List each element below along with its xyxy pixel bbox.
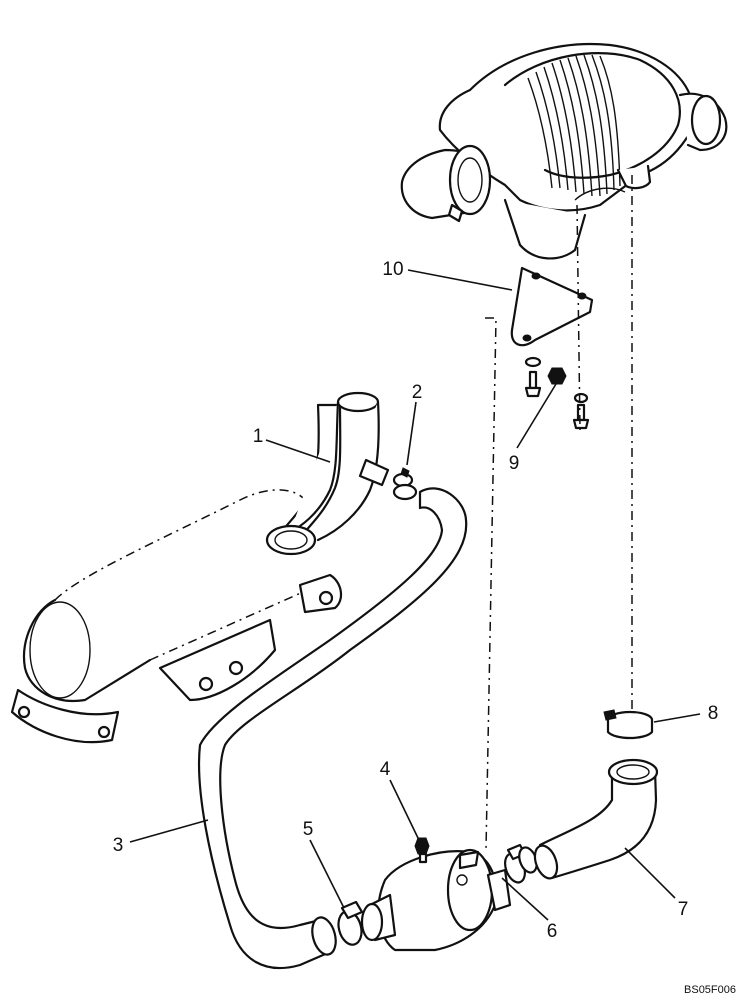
clamp-5 (337, 900, 364, 946)
callout-leaders (129, 269, 701, 921)
callout-8: 8 (708, 703, 719, 724)
muffler (10, 489, 343, 744)
center-lines (485, 175, 633, 851)
mounting-bracket (510, 266, 594, 347)
bracket-fasteners (524, 356, 590, 430)
elbow-hose (533, 758, 659, 880)
callout-3: 3 (113, 835, 124, 856)
precleaner-assembly (360, 837, 512, 952)
callout-7: 7 (678, 899, 689, 920)
long-hose (197, 487, 468, 970)
callout-10: 10 (382, 259, 403, 280)
callout-6: 6 (547, 921, 558, 942)
air-cleaner-assembly (400, 43, 728, 260)
exhaust-elbow-pipe (265, 391, 380, 556)
callout-4: 4 (380, 759, 391, 780)
clamp-2 (358, 458, 418, 501)
callout-5: 5 (303, 819, 314, 840)
clamp-8 (603, 709, 654, 740)
callout-9: 9 (509, 453, 520, 474)
callout-2: 2 (412, 382, 423, 403)
callout-1: 1 (253, 426, 264, 447)
drawing-code: BS05F006 (684, 984, 736, 996)
clamp-6 (504, 843, 538, 884)
